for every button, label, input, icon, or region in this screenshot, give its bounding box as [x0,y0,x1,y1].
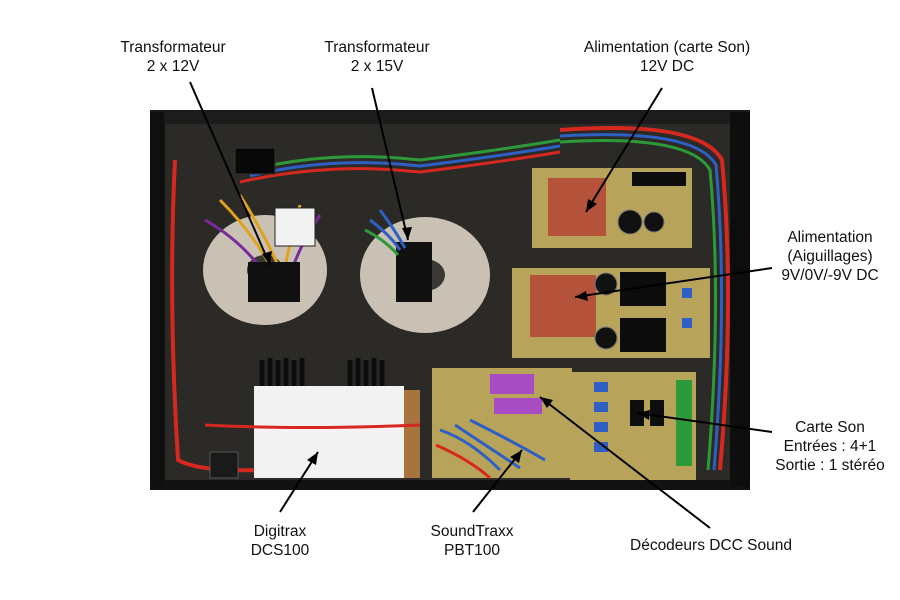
label-transfo-15v-line1: Transformateur [324,39,430,56]
carte-son-ic-1 [630,400,644,426]
relay-1 [594,382,608,392]
label-carte-son-line3: Sortie : 1 stéréo [775,457,885,474]
relay-3 [594,422,608,432]
label-soundtraxx: SoundTraxx PBT100 [412,522,532,560]
label-transfo-12v: Transformateur 2 x 12V [98,38,248,76]
decoder-purple-1 [490,374,534,394]
heatsink-fins-right [347,358,385,392]
digitrax-red-wire [204,423,421,429]
label-alim-son-line1: Alimentation (carte Son) [583,39,751,56]
label-carte-son-line1: Carte Son [795,419,865,436]
label-decodeurs-line1: Décodeurs DCC Sound [630,537,792,554]
label-transfo-15v: Transformateur 2 x 15V [302,38,452,76]
toroid-15v-wires-green [364,228,400,256]
label-alim-aiguillages-line2: (Aiguillages) [787,248,873,265]
terminal-block-15v [396,242,432,302]
heatsink-aiguillages-1 [620,272,666,306]
label-alim-aiguillages-line1: Alimentation [787,229,873,246]
trimmer-aiguillages-2 [682,318,692,328]
capacitor-alim-son-1 [617,209,643,235]
label-soundtraxx-line1: SoundTraxx [430,523,514,540]
label-decodeurs: Décodeurs DCC Sound [616,536,806,555]
chassis-top-edge [150,110,750,124]
label-alim-aiguillages: Alimentation (Aiguillages) 9V/0V/-9V DC [768,228,892,285]
wire-top-run-red [239,150,561,184]
trimmer-aiguillages-1 [682,288,692,298]
label-carte-son: Carte Son Entrées : 4+1 Sortie : 1 stéré… [768,418,892,475]
label-digitrax-line2: DCS100 [250,542,310,559]
wire-top-run [249,138,561,172]
capacitor-alim-son-2 [643,211,665,233]
mains-inlet [234,147,276,175]
relay-4 [594,442,608,452]
carte-son-ic-2 [650,400,664,426]
switch-block [209,451,239,479]
carte-son-connectors [676,380,692,466]
decoder-purple-2 [494,398,542,414]
relay-2 [594,402,608,412]
heatsink-alim-son [632,172,686,186]
terminal-block-12v-top [274,207,316,247]
terminal-block-12v [248,262,300,302]
label-alim-son-line2: 12V DC [639,58,695,75]
label-transfo-15v-line2: 2 x 15V [350,58,404,75]
label-transfo-12v-line1: Transformateur [120,39,226,56]
heatsink-aiguillages-2 [620,318,666,352]
label-alim-son: Alimentation (carte Son) 12V DC [567,38,767,76]
label-carte-son-line2: Entrées : 4+1 [783,438,877,455]
label-alim-aiguillages-line3: 9V/0V/-9V DC [781,267,879,284]
label-soundtraxx-line2: PBT100 [443,542,500,559]
digitrax-heatsink-side [400,390,420,478]
chassis-right-rail [730,112,750,487]
label-digitrax-line1: Digitrax [253,523,307,540]
wire-top-run-blue [249,144,561,178]
capacitor-aiguillages-1 [594,272,618,296]
label-digitrax: Digitrax DCS100 [220,522,340,560]
transformer-alim-aiguillages [530,275,596,337]
chassis-left-rail [150,112,164,487]
digitrax-module [254,386,404,478]
heatsink-fins-left [259,358,305,392]
transformer-alim-son [548,178,606,236]
capacitor-aiguillages-2 [594,326,618,350]
label-transfo-12v-line2: 2 x 12V [146,58,200,75]
